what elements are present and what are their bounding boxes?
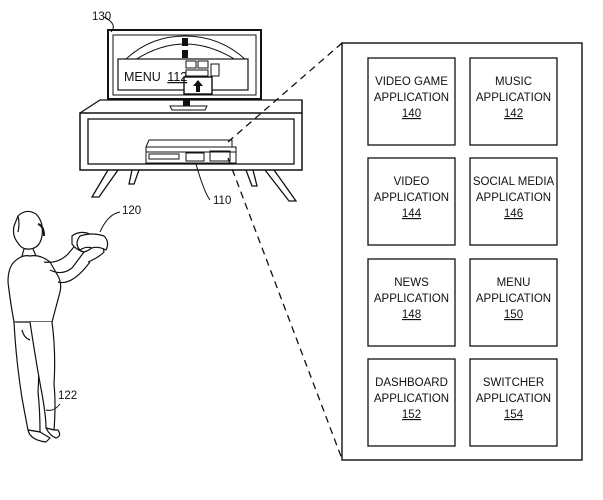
app-label-line: MENU: [497, 277, 531, 289]
projection-lines: [227, 42, 343, 460]
app-box-154: SWITCHER APPLICATION 154: [469, 358, 558, 447]
app-box-border: [367, 57, 456, 146]
menu-panel: [117, 58, 249, 91]
app-ref-number: 154: [504, 409, 524, 421]
app-label-line: SOCIAL MEDIA: [473, 176, 555, 188]
app-label-line: SWITCHER: [483, 377, 544, 389]
app-ref-number: 142: [504, 108, 523, 120]
app-box-144: VIDEO APPLICATION 144: [367, 157, 456, 246]
app-ref-number: 140: [402, 108, 421, 120]
television: [107, 29, 262, 111]
app-label-line: APPLICATION: [476, 192, 551, 204]
app-box-142: MUSIC APPLICATION 142: [469, 57, 558, 146]
app-box-border: [469, 57, 558, 146]
media-cabinet: [79, 99, 303, 202]
tv-stand-base: [169, 105, 208, 111]
app-label-line: VIDEO: [394, 176, 430, 188]
leader-122: [45, 403, 61, 411]
app-label-line: APPLICATION: [374, 393, 449, 405]
controller: [76, 233, 109, 251]
app-box-border: [367, 258, 456, 347]
app-label-line: APPLICATION: [476, 293, 551, 305]
app-label-line: NEWS: [394, 277, 429, 289]
ref-122: 122: [58, 390, 77, 402]
app-label-line: MUSIC: [495, 76, 532, 88]
ref-120: 120: [122, 205, 141, 217]
app-ref-number: 148: [402, 309, 421, 321]
app-box-150: MENU APPLICATION 150: [469, 258, 558, 347]
leader-120: [99, 211, 121, 233]
app-ref-number: 144: [402, 208, 422, 220]
ref-110: 110: [213, 195, 231, 207]
app-label-line: APPLICATION: [374, 293, 449, 305]
ref-130: 130: [92, 11, 111, 23]
app-box-border: [469, 358, 558, 447]
app-ref-number: 146: [504, 208, 523, 220]
app-box-148: NEWS APPLICATION 148: [367, 258, 456, 347]
app-label-line: DASHBOARD: [375, 377, 448, 389]
leader-110: [195, 163, 211, 201]
leader-130: [103, 16, 114, 33]
app-box-152: DASHBOARD APPLICATION 152: [367, 358, 456, 447]
game-console: [145, 139, 237, 164]
app-box-140: VIDEO GAME APPLICATION 140: [367, 57, 456, 146]
app-label-line: APPLICATION: [476, 92, 551, 104]
screen-arcs: [124, 35, 247, 61]
app-ref-number: 150: [504, 309, 523, 321]
app-box-border: [367, 157, 456, 246]
user-figure: [7, 210, 109, 443]
app-box-border: [469, 157, 558, 246]
app-box-border: [367, 358, 456, 447]
menu-label: MENU 112: [124, 70, 187, 84]
app-label-line: APPLICATION: [374, 192, 449, 204]
app-grid: VIDEO GAME APPLICATION 140 MUSIC APPLICATION…: [367, 57, 558, 447]
app-label-line: APPLICATION: [476, 393, 551, 405]
app-label-line: VIDEO GAME: [375, 76, 448, 88]
tv-screen: [112, 34, 257, 96]
app-box-border: [469, 258, 558, 347]
app-label-line: APPLICATION: [374, 92, 449, 104]
app-ref-number: 152: [402, 409, 421, 421]
app-box-146: SOCIAL MEDIA APPLICATION 146: [469, 157, 558, 246]
